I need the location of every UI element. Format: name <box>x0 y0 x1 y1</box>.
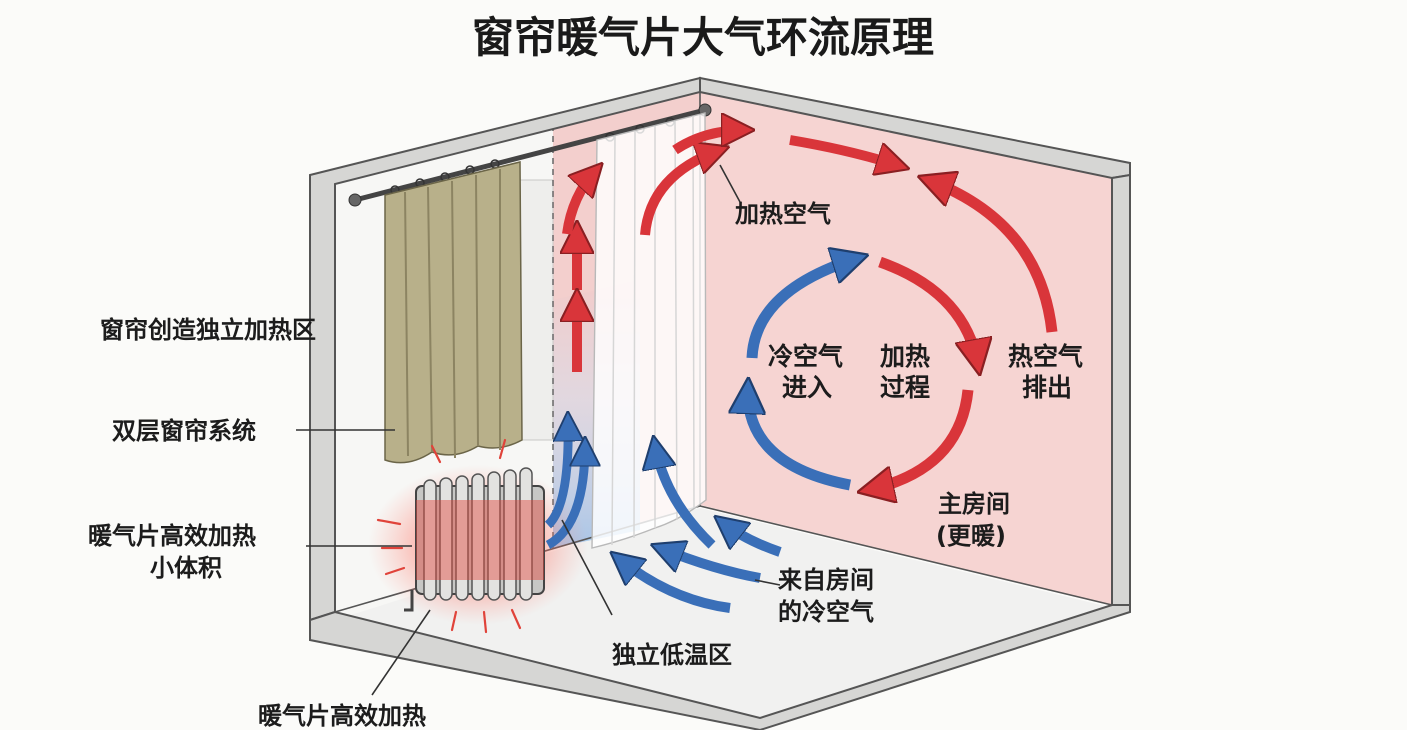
label-cold-in-1: 冷空气 <box>768 342 843 371</box>
label-heating-1: 加热 <box>879 342 930 371</box>
radiator-icon <box>368 438 588 634</box>
loop-blue-bottom <box>748 388 852 491</box>
label-radiator-efficient: 暖气片高效加热 <box>88 522 256 550</box>
label-heating-2: 过程 <box>880 373 930 402</box>
diagram-title: 窗帘暖气片大气环流原理 <box>472 13 934 62</box>
loop-red-bottom <box>868 389 974 490</box>
radiator-outflow-arrow-2 <box>545 445 585 549</box>
room-cold-arrow-4 <box>618 558 731 613</box>
loop-blue-top <box>746 258 858 359</box>
top-arrow-1 <box>672 130 745 155</box>
radiator-outflow-arrow-1 <box>544 420 568 529</box>
wall-frame-right-side <box>1111 173 1131 610</box>
leader-lines <box>296 164 781 696</box>
circulation-loop <box>746 180 1058 491</box>
room-cold-air <box>618 445 782 613</box>
label-main-room-1: 主房间 <box>938 490 1010 518</box>
hot-air-rising <box>567 130 900 372</box>
olive-curtain <box>384 161 523 464</box>
cold-air-rising <box>544 420 585 549</box>
rising-hot-arrow-3 <box>562 170 596 235</box>
label-low-temp-zone: 独立低温区 <box>612 641 732 669</box>
room-cold-arrow-3 <box>660 548 761 583</box>
sheer-curtain <box>591 112 707 549</box>
label-heated-air: 加热空气 <box>735 200 831 228</box>
room-cold-arrow-2 <box>722 522 782 557</box>
heated-air-arrow <box>640 150 720 236</box>
loop-red-right <box>878 256 978 365</box>
outer-loop-red <box>928 180 1058 333</box>
label-from-room-1: 来自房间 <box>778 566 874 594</box>
label-double-curtain: 双层窗帘系统 <box>112 417 256 445</box>
room-cold-arrow-1 <box>655 445 716 549</box>
label-radiator-small: 小体积 <box>150 554 222 582</box>
label-main-room-2: (更暖) <box>936 522 1006 550</box>
label-cold-in-2: 进入 <box>782 373 832 402</box>
floor-frame <box>309 604 1131 730</box>
label-hot-out-2: 排出 <box>1022 373 1072 402</box>
top-arrow-2 <box>789 135 900 166</box>
label-curtain-zone: 窗帘创造独立加热区 <box>100 316 316 344</box>
floor-edge-right <box>699 505 1113 606</box>
label-from-room-2: 的冷空气 <box>778 598 874 626</box>
label-radiator-bottom: 暖气片高效加热 <box>258 702 426 730</box>
label-hot-out-1: 热空气 <box>1008 342 1083 371</box>
